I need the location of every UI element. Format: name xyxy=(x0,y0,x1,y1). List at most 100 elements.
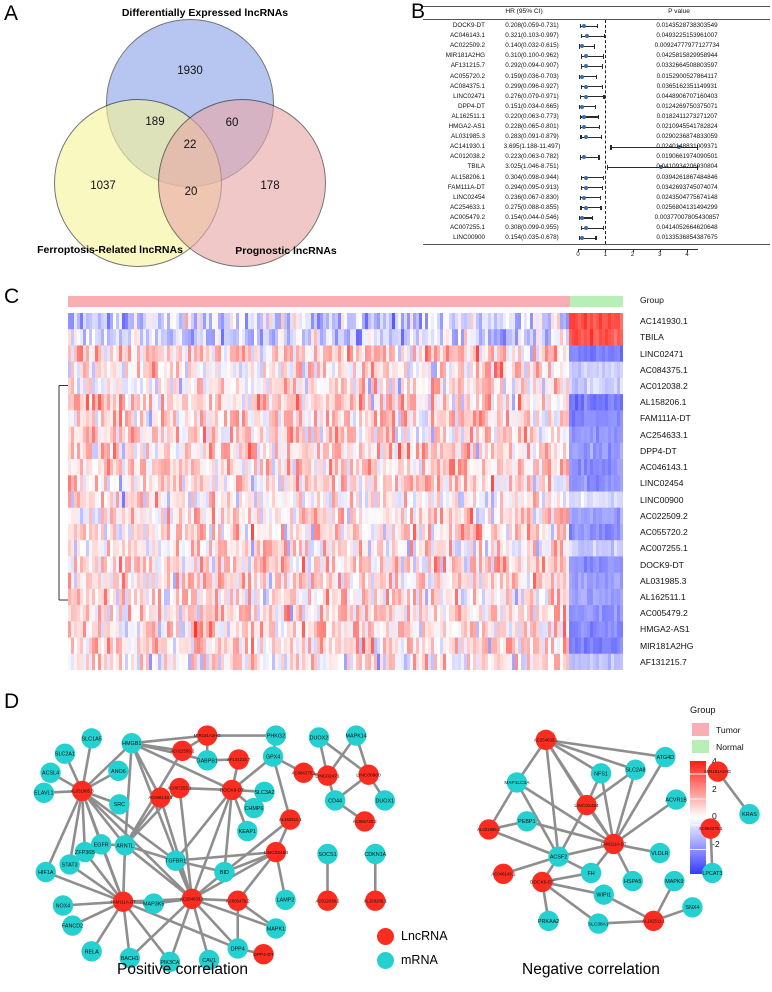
lncrna-node-circle[interactable] xyxy=(280,809,301,830)
network-node[interactable]: MIR181A2HG xyxy=(704,761,732,782)
network-node[interactable]: GPX4 xyxy=(262,746,284,767)
mrna-node-circle[interactable] xyxy=(548,846,569,867)
network-node[interactable]: MAP1LC3A xyxy=(504,772,530,793)
network-node[interactable]: HSPA5 xyxy=(622,870,643,892)
network-node[interactable]: CDKN1A xyxy=(364,843,387,865)
network-node[interactable]: DUOX1 xyxy=(374,790,396,811)
lncrna-node-circle[interactable] xyxy=(354,811,375,832)
lncrna-node-circle[interactable] xyxy=(535,729,557,751)
mrna-node-circle[interactable] xyxy=(317,843,338,865)
network-node[interactable]: AC055720.2 xyxy=(353,811,378,832)
network-node[interactable]: WIPI1 xyxy=(593,884,614,905)
mrna-node-circle[interactable] xyxy=(81,728,102,749)
mrna-node-circle[interactable] xyxy=(40,762,61,783)
mrna-node-circle[interactable] xyxy=(35,861,56,883)
lncrna-node-circle[interactable] xyxy=(317,890,338,911)
network-node[interactable]: SRC xyxy=(109,794,130,815)
network-node[interactable]: PIK3CA xyxy=(159,951,181,973)
mrna-node-circle[interactable] xyxy=(580,862,602,884)
lncrna-node-circle[interactable] xyxy=(228,749,249,770)
mrna-node-circle[interactable] xyxy=(119,947,141,969)
mrna-node-circle[interactable] xyxy=(308,727,330,748)
lncrna-node-circle[interactable] xyxy=(493,863,514,885)
lncrna-node-circle[interactable] xyxy=(707,761,728,782)
lncrna-node-circle[interactable] xyxy=(576,794,597,816)
lncrna-node-circle[interactable] xyxy=(253,944,274,965)
network-node[interactable]: HIF1A xyxy=(35,861,56,883)
lncrna-node-circle[interactable] xyxy=(71,780,93,802)
lncrna-node-circle[interactable] xyxy=(317,765,338,786)
network-node[interactable]: SLC1A5 xyxy=(81,728,102,749)
network-node[interactable]: PHKG2 xyxy=(265,725,287,746)
mrna-node-circle[interactable] xyxy=(227,938,248,959)
mrna-node-circle[interactable] xyxy=(59,854,80,875)
network-node[interactable]: SLC2A8 xyxy=(625,759,646,780)
network-node[interactable]: KRAS xyxy=(739,803,760,825)
mrna-node-circle[interactable] xyxy=(165,850,186,871)
lncrna-node-circle[interactable] xyxy=(365,890,386,911)
lncrna-node-circle[interactable] xyxy=(196,725,218,746)
network-node[interactable]: ELAVL1 xyxy=(33,782,55,804)
network-node[interactable]: CHMP6 xyxy=(243,797,265,819)
mrna-node-circle[interactable] xyxy=(265,725,287,746)
network-node[interactable]: ACVR1B xyxy=(665,789,687,810)
network-node[interactable]: AC012038.2 xyxy=(316,890,341,911)
mrna-node-circle[interactable] xyxy=(214,861,235,883)
network-node[interactable]: AC254633.1 xyxy=(180,888,205,910)
lncrna-node-circle[interactable] xyxy=(112,891,134,912)
network-node[interactable]: NFS1 xyxy=(590,763,612,784)
network-node[interactable]: MAPK1 xyxy=(265,918,287,939)
network-node[interactable]: MAPK9 xyxy=(664,870,685,892)
mrna-node-circle[interactable] xyxy=(739,803,760,825)
mrna-node-circle[interactable] xyxy=(664,870,685,892)
network-node[interactable]: DOCK9-DT xyxy=(220,779,245,801)
mrna-node-circle[interactable] xyxy=(33,782,55,804)
network-node[interactable]: DUOX2 xyxy=(308,727,330,748)
network-node[interactable]: AC084375.1 xyxy=(292,762,317,783)
mrna-node-circle[interactable] xyxy=(90,834,112,855)
mrna-node-circle[interactable] xyxy=(262,746,284,767)
mrna-node-circle[interactable] xyxy=(108,760,129,782)
network-node[interactable]: ANO6 xyxy=(108,760,129,782)
mrna-node-circle[interactable] xyxy=(665,789,687,810)
network-node[interactable]: BID xyxy=(214,861,235,883)
mrna-node-circle[interactable] xyxy=(625,759,646,780)
mrna-node-circle[interactable] xyxy=(506,772,528,793)
mrna-node-circle[interactable] xyxy=(237,820,258,842)
mrna-node-circle[interactable] xyxy=(622,870,643,892)
network-node[interactable]: KEAP1 xyxy=(237,820,258,842)
network-node[interactable]: AC046143.1 xyxy=(491,863,516,885)
network-node[interactable]: LINC02454 xyxy=(574,794,599,816)
network-node[interactable]: HMGB1 xyxy=(121,732,142,754)
mrna-node-circle[interactable] xyxy=(54,743,76,764)
network-node[interactable]: EGFR xyxy=(90,834,112,855)
network-node[interactable]: CAV1 xyxy=(198,949,220,971)
lncrna-node-circle[interactable] xyxy=(358,764,379,785)
network-node[interactable]: AL158206.1 xyxy=(364,890,388,911)
lncrna-node-circle[interactable] xyxy=(478,819,500,840)
network-node[interactable]: FH xyxy=(580,862,602,884)
network-node[interactable]: ACSL4 xyxy=(40,762,61,783)
network-node[interactable]: FANCD2 xyxy=(62,915,83,936)
network-node[interactable]: NOX4 xyxy=(52,895,74,916)
mrna-node-circle[interactable] xyxy=(109,794,130,815)
mrna-node-circle[interactable] xyxy=(538,910,559,932)
mrna-node-circle[interactable] xyxy=(702,862,723,884)
mrna-node-circle[interactable] xyxy=(254,781,275,803)
network-node[interactable]: DPP4 xyxy=(227,938,248,959)
mrna-node-circle[interactable] xyxy=(516,811,538,832)
lncrna-node-circle[interactable] xyxy=(150,787,171,808)
network-node[interactable]: MAP3K5 xyxy=(143,893,164,914)
network-node[interactable]: AL031985.3 xyxy=(477,819,501,840)
network-node[interactable]: LINC00900 xyxy=(356,764,381,785)
mrna-node-circle[interactable] xyxy=(121,732,142,754)
network-node[interactable]: PEBP1 xyxy=(516,811,538,832)
mrna-node-circle[interactable] xyxy=(52,895,74,916)
mrna-node-circle[interactable] xyxy=(243,797,265,819)
mrna-node-circle[interactable] xyxy=(81,941,102,962)
network-node[interactable]: ACSF2 xyxy=(548,846,569,867)
lncrna-node-circle[interactable] xyxy=(169,777,190,799)
network-node[interactable]: RELA xyxy=(81,941,102,962)
network-node[interactable]: BACH1 xyxy=(119,947,141,969)
network-node[interactable]: AL031985.3 xyxy=(70,780,94,802)
